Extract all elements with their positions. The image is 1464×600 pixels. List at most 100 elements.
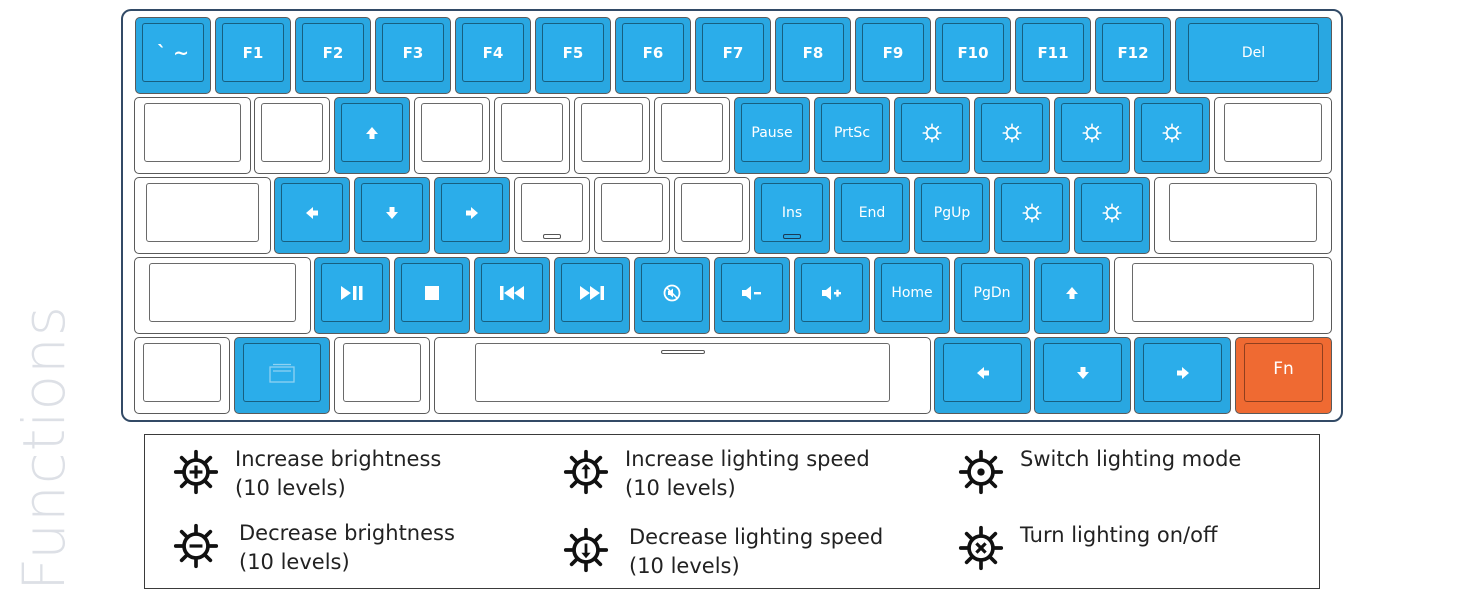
key-f4: F4 xyxy=(455,17,531,94)
arrow-left-icon xyxy=(306,206,318,219)
key-speed-down xyxy=(1134,97,1210,174)
key-f9-label: F9 xyxy=(882,43,904,62)
stop-icon xyxy=(425,285,439,300)
legend-line-1: Decrease lighting speed xyxy=(629,525,884,549)
key-lighting-toggle xyxy=(1074,177,1150,254)
key-pgup-label: PgUp xyxy=(933,204,971,221)
key-f6: F6 xyxy=(615,17,691,94)
key-left-alt xyxy=(334,337,430,414)
previous-track-icon xyxy=(500,285,524,300)
switch-lighting-mode-icon xyxy=(958,449,1004,495)
key-del-label: Del xyxy=(1241,44,1266,61)
key-home-label: Home xyxy=(891,284,933,301)
key-f xyxy=(514,177,590,254)
arrow-left-icon xyxy=(976,366,989,379)
key-stop xyxy=(394,257,470,334)
key-e xyxy=(414,97,490,174)
legend-line-2: (10 levels) xyxy=(629,554,740,578)
brightness-down-icon xyxy=(1002,123,1022,143)
arrow-right-icon xyxy=(466,206,478,219)
key-backslash xyxy=(1214,97,1332,174)
key-f1: F1 xyxy=(215,17,291,94)
key-pgdn: PgDn xyxy=(954,257,1030,334)
key-arrow-right xyxy=(1134,337,1231,414)
key-s-down xyxy=(354,177,430,254)
key-arrow-left xyxy=(934,337,1031,414)
key-y xyxy=(654,97,730,174)
key-f8-label: F8 xyxy=(802,43,824,62)
key-pause: Pause xyxy=(734,97,810,174)
key-pause-label: Pause xyxy=(751,124,793,141)
key-tab xyxy=(134,97,251,174)
key-f2: F2 xyxy=(295,17,371,94)
key-ins: Ins xyxy=(754,177,830,254)
key-volume-up xyxy=(794,257,870,334)
key-grave-tilde: ` ~ xyxy=(135,17,211,94)
key-arrow-down xyxy=(1034,337,1131,414)
key-f12: F12 xyxy=(1095,17,1171,94)
lighting-speed-up-icon xyxy=(1082,123,1102,143)
legend-line-2: (10 levels) xyxy=(235,476,346,500)
key-g xyxy=(594,177,670,254)
arrow-down-icon xyxy=(386,206,398,219)
lighting-toggle-icon xyxy=(958,525,1004,571)
legend-line-1: Turn lighting on/off xyxy=(1020,523,1218,547)
legend-line-1: Increase brightness xyxy=(235,447,442,471)
arrow-up-icon xyxy=(366,126,378,139)
key-enter xyxy=(1154,177,1332,254)
key-right-shift xyxy=(1114,257,1332,334)
key-a-left xyxy=(274,177,350,254)
key-q xyxy=(254,97,330,174)
key-f7-label: F7 xyxy=(722,43,744,62)
homing-bump xyxy=(783,234,801,239)
key-d-right xyxy=(434,177,510,254)
key-capslock xyxy=(134,177,271,254)
key-f3-label: F3 xyxy=(402,43,424,62)
key-mute xyxy=(634,257,710,334)
key-next-track xyxy=(554,257,630,334)
key-home: Home xyxy=(874,257,950,334)
key-left-shift xyxy=(134,257,311,334)
spacebar-bump xyxy=(660,350,705,354)
key-del: Del xyxy=(1175,17,1332,94)
brightness-down-icon xyxy=(173,523,219,569)
legend-text: Increase lighting speed (10 levels) xyxy=(625,445,870,503)
key-fn: Fn xyxy=(1235,337,1332,414)
key-grave-label: ` ~ xyxy=(156,41,190,64)
key-prtsc-label: PrtSc xyxy=(833,124,871,141)
key-f2-label: F2 xyxy=(322,43,344,62)
lighting-toggle-icon xyxy=(1102,203,1122,223)
brightness-up-icon xyxy=(922,123,942,143)
legend-text: Turn lighting on/off xyxy=(1020,521,1217,550)
functions-vertical-title: Functions xyxy=(10,305,78,591)
key-h xyxy=(674,177,750,254)
arrow-up-icon xyxy=(1066,286,1078,299)
menu-icon xyxy=(269,363,295,383)
key-f5: F5 xyxy=(535,17,611,94)
key-end: End xyxy=(834,177,910,254)
lighting-speed-up-icon xyxy=(563,449,609,495)
key-r xyxy=(494,97,570,174)
volume-down-icon xyxy=(742,285,761,300)
key-f10: F10 xyxy=(935,17,1011,94)
key-w-up xyxy=(334,97,410,174)
keyboard-diagram: ` ~ F1 F2 F3 F4 F5 F6 F7 F8 F9 F10 F11 F… xyxy=(121,9,1343,422)
volume-up-icon xyxy=(822,285,841,300)
key-t xyxy=(574,97,650,174)
key-menu xyxy=(234,337,330,414)
key-f3: F3 xyxy=(375,17,451,94)
next-track-icon xyxy=(580,285,604,300)
brightness-up-icon xyxy=(173,449,219,495)
key-f4-label: F4 xyxy=(482,43,504,62)
key-f10-label: F10 xyxy=(957,43,989,62)
homing-bump xyxy=(543,234,561,239)
legend-line-2: (10 levels) xyxy=(239,550,350,574)
legend-line-1: Increase lighting speed xyxy=(625,447,870,471)
functions-legend: Increase brightness (10 levels) Increase… xyxy=(144,434,1320,589)
legend-line-1: Switch lighting mode xyxy=(1020,447,1242,471)
key-f5-label: F5 xyxy=(562,43,584,62)
mute-icon xyxy=(663,284,681,301)
key-space xyxy=(434,337,931,414)
key-brightness-down xyxy=(974,97,1050,174)
lighting-speed-down-icon xyxy=(1162,123,1182,143)
